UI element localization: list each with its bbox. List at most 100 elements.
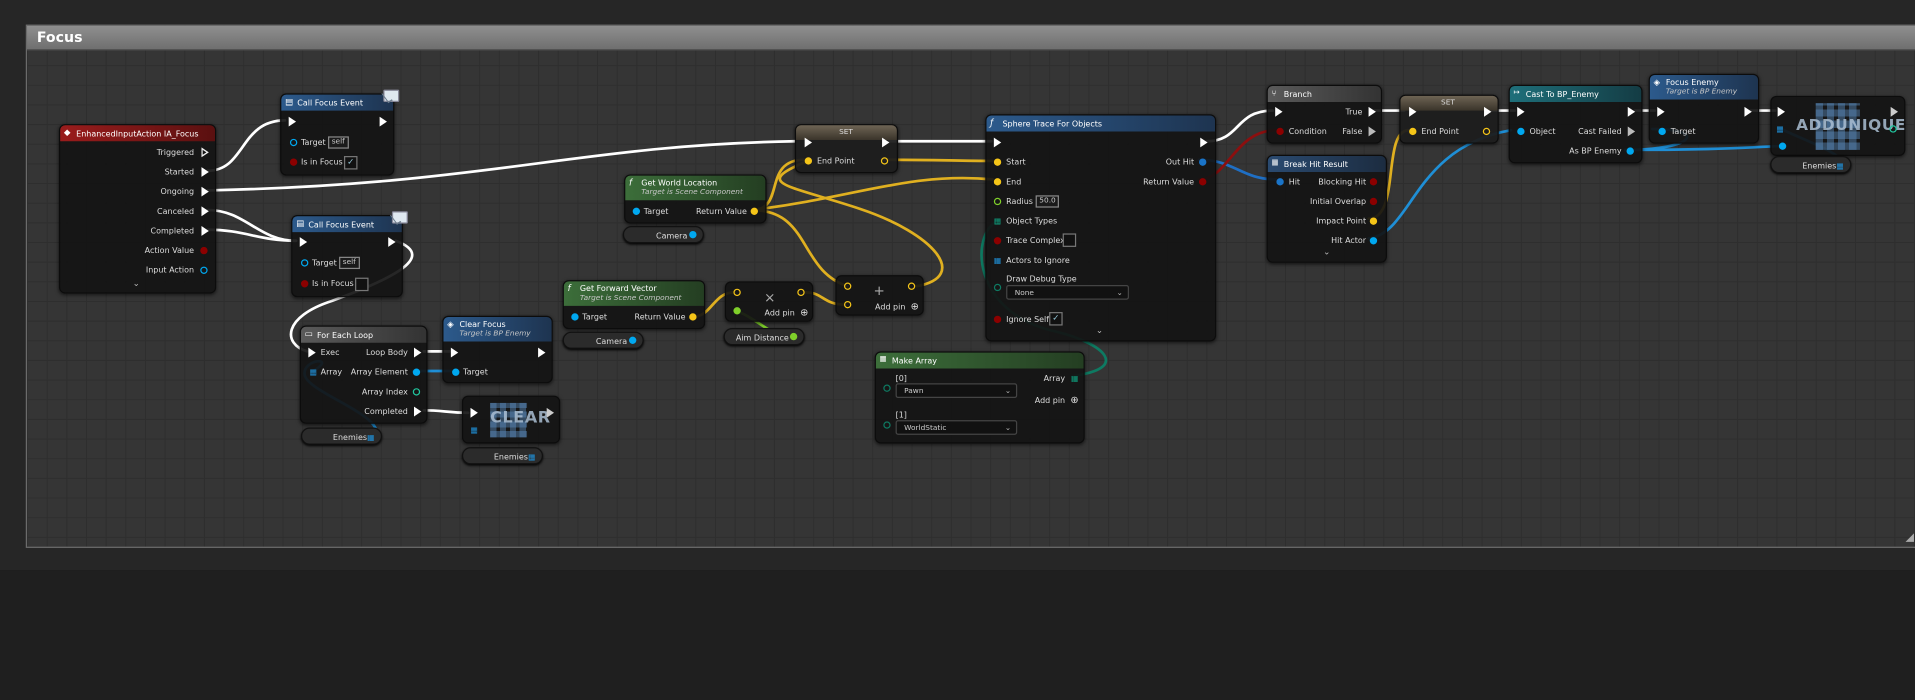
add-pin-icon[interactable]: ⊕ bbox=[910, 300, 919, 313]
enemies-variable-3[interactable]: Enemies ▦ bbox=[1770, 156, 1852, 174]
pin-target[interactable] bbox=[289, 138, 298, 147]
pin-b[interactable] bbox=[733, 307, 741, 315]
radius-value-field[interactable]: 50.0 bbox=[1035, 195, 1060, 208]
pin-hit-actor[interactable] bbox=[1369, 237, 1378, 245]
pin-a[interactable] bbox=[733, 288, 741, 297]
pin-end-point-out[interactable] bbox=[880, 157, 889, 165]
set-end-point-node-1[interactable]: SET End Point bbox=[794, 124, 899, 174]
pin-item[interactable] bbox=[1778, 142, 1787, 150]
enemies-variable-1[interactable]: Enemies ▦ bbox=[300, 427, 383, 445]
exec-in-pin[interactable] bbox=[993, 137, 1002, 148]
target-value-field[interactable]: self bbox=[339, 256, 360, 270]
pin-action-value[interactable] bbox=[200, 246, 208, 255]
comment-header[interactable]: Focus bbox=[27, 25, 1915, 51]
pin-return-value[interactable] bbox=[750, 207, 758, 215]
pin-return-index[interactable] bbox=[1889, 125, 1897, 133]
pin-element-0[interactable] bbox=[883, 384, 891, 392]
exec-out-pin[interactable] bbox=[882, 137, 890, 148]
exec-out-pin-canceled[interactable] bbox=[201, 206, 209, 217]
target-value-field[interactable]: self bbox=[328, 136, 349, 149]
exec-in-pin[interactable] bbox=[804, 137, 813, 148]
pin-blocking-hit[interactable] bbox=[1369, 178, 1378, 186]
pin-b[interactable] bbox=[843, 300, 852, 309]
trace-complex-checkbox[interactable] bbox=[1062, 233, 1077, 247]
pin-draw-debug-type[interactable] bbox=[993, 283, 1002, 292]
get-forward-vector-node[interactable]: f Get Forward Vector Target is Scene Com… bbox=[562, 280, 706, 330]
exec-out-pin-cast-failed[interactable] bbox=[1627, 126, 1636, 137]
make-array-node[interactable]: ▦ Make Array [0] Pawn ⌄ [1] WorldStatic … bbox=[874, 351, 1085, 444]
exec-out-pin[interactable] bbox=[1200, 137, 1208, 148]
pin-end-point-in[interactable] bbox=[804, 157, 813, 165]
expand-chevron-icon[interactable]: ⌄ bbox=[1323, 246, 1331, 257]
is-in-focus-checkbox[interactable] bbox=[355, 277, 369, 292]
add-pin-label[interactable]: Add pin bbox=[875, 302, 906, 313]
pin-array-element[interactable] bbox=[412, 368, 421, 376]
expand-chevron-icon[interactable]: ⌄ bbox=[132, 278, 140, 289]
exec-out-pin[interactable] bbox=[1744, 106, 1752, 117]
pin-as-bp-enemy[interactable] bbox=[1626, 147, 1634, 155]
exec-in-pin[interactable] bbox=[308, 347, 316, 358]
pin-target[interactable] bbox=[632, 207, 641, 215]
pin-array-index[interactable] bbox=[412, 388, 421, 396]
exec-out-pin-triggered[interactable] bbox=[201, 147, 209, 158]
exec-out-pin-false[interactable] bbox=[1368, 126, 1376, 137]
exec-out-pin[interactable] bbox=[1484, 106, 1492, 117]
focus-enemy-node[interactable]: ◈ Focus Enemy Target is BP Enemy Target bbox=[1648, 73, 1760, 144]
pin-end-point-in[interactable] bbox=[1409, 127, 1417, 136]
pin-aim-distance[interactable] bbox=[789, 332, 798, 341]
exec-out-pin[interactable] bbox=[1627, 106, 1636, 117]
pin-hit[interactable] bbox=[1276, 178, 1284, 186]
call-focus-event-node-2[interactable]: ▤ Call Focus Event Target self Is in Foc… bbox=[291, 211, 408, 298]
cast-to-bp-enemy-node[interactable]: ↦ Cast To BP_Enemy Object Cast Failed As… bbox=[1508, 84, 1643, 164]
is-in-focus-checkbox[interactable]: ✓ bbox=[343, 156, 358, 170]
array-grid-icon[interactable]: ▦ bbox=[528, 452, 536, 462]
pin-result[interactable] bbox=[907, 282, 916, 290]
call-focus-event-node-1[interactable]: ▤ Call Focus Event Target self Is in Foc… bbox=[280, 89, 400, 176]
exec-in-pin[interactable] bbox=[288, 116, 297, 127]
array-grid-icon[interactable]: ▦ bbox=[309, 367, 318, 378]
array-grid-icon[interactable]: ▦ bbox=[993, 216, 1002, 227]
pin-radius[interactable] bbox=[993, 197, 1002, 206]
pin-target[interactable] bbox=[571, 313, 579, 321]
add-pin-icon[interactable]: ⊕ bbox=[800, 307, 809, 319]
pin-ignore-self[interactable] bbox=[993, 315, 1002, 324]
exec-out-pin-loop-body[interactable] bbox=[414, 347, 422, 358]
add-pin-label[interactable]: Add pin bbox=[764, 308, 795, 319]
add-pin-icon[interactable]: ⊕ bbox=[1070, 394, 1079, 406]
array-grid-icon[interactable]: ▦ bbox=[1836, 160, 1844, 171]
exec-out-pin-completed[interactable] bbox=[201, 226, 209, 236]
exec-in-pin[interactable] bbox=[450, 347, 459, 358]
multiply-node[interactable]: × Add pin ⊕ bbox=[724, 281, 814, 322]
ignore-self-checkbox[interactable]: ✓ bbox=[1049, 312, 1063, 326]
array-grid-icon[interactable]: ▦ bbox=[367, 432, 375, 443]
pin-is-in-focus[interactable] bbox=[300, 280, 309, 288]
pin-return-value[interactable] bbox=[689, 313, 697, 321]
exec-out-pin-true[interactable] bbox=[1368, 106, 1376, 117]
add-node[interactable]: + Add pin ⊕ bbox=[835, 275, 924, 316]
array-grid-icon[interactable]: ▦ bbox=[470, 425, 479, 435]
exec-in-pin[interactable] bbox=[1275, 106, 1283, 117]
enemies-variable-2[interactable]: Enemies ▦ bbox=[461, 447, 543, 465]
pin-return-value[interactable] bbox=[1199, 178, 1207, 186]
pin-result[interactable] bbox=[797, 288, 805, 297]
resize-handle-icon[interactable]: ◢ bbox=[1905, 531, 1915, 545]
exec-in-pin[interactable] bbox=[1657, 106, 1665, 117]
pin-condition[interactable] bbox=[1276, 127, 1284, 136]
pin-element-1[interactable] bbox=[883, 421, 891, 429]
exec-in-pin[interactable] bbox=[1517, 106, 1525, 117]
enhanced-input-action-node[interactable]: ◆ EnhancedInputAction IA_Focus Triggered… bbox=[58, 124, 217, 294]
exec-out-pin[interactable] bbox=[538, 347, 546, 358]
pin-end-point-out[interactable] bbox=[1482, 127, 1491, 136]
pin-input-action[interactable] bbox=[200, 266, 208, 274]
pin-initial-overlap[interactable] bbox=[1369, 197, 1378, 206]
pin-object[interactable] bbox=[1517, 127, 1525, 136]
element-0-dropdown[interactable]: Pawn ⌄ bbox=[895, 383, 1018, 399]
addunique-node[interactable]: ADDUNIQUE ▦ bbox=[1770, 95, 1905, 157]
expand-chevron-icon[interactable]: ⌄ bbox=[1095, 325, 1104, 336]
pin-a[interactable] bbox=[843, 282, 852, 290]
sphere-trace-node[interactable]: ƒ Sphere Trace For Objects Start Out Hit… bbox=[985, 114, 1217, 342]
pin-target[interactable] bbox=[452, 368, 460, 376]
pin-impact-point[interactable] bbox=[1369, 217, 1378, 225]
pin-out-hit[interactable] bbox=[1199, 158, 1207, 166]
array-grid-icon[interactable]: ▦ bbox=[1776, 124, 1784, 134]
